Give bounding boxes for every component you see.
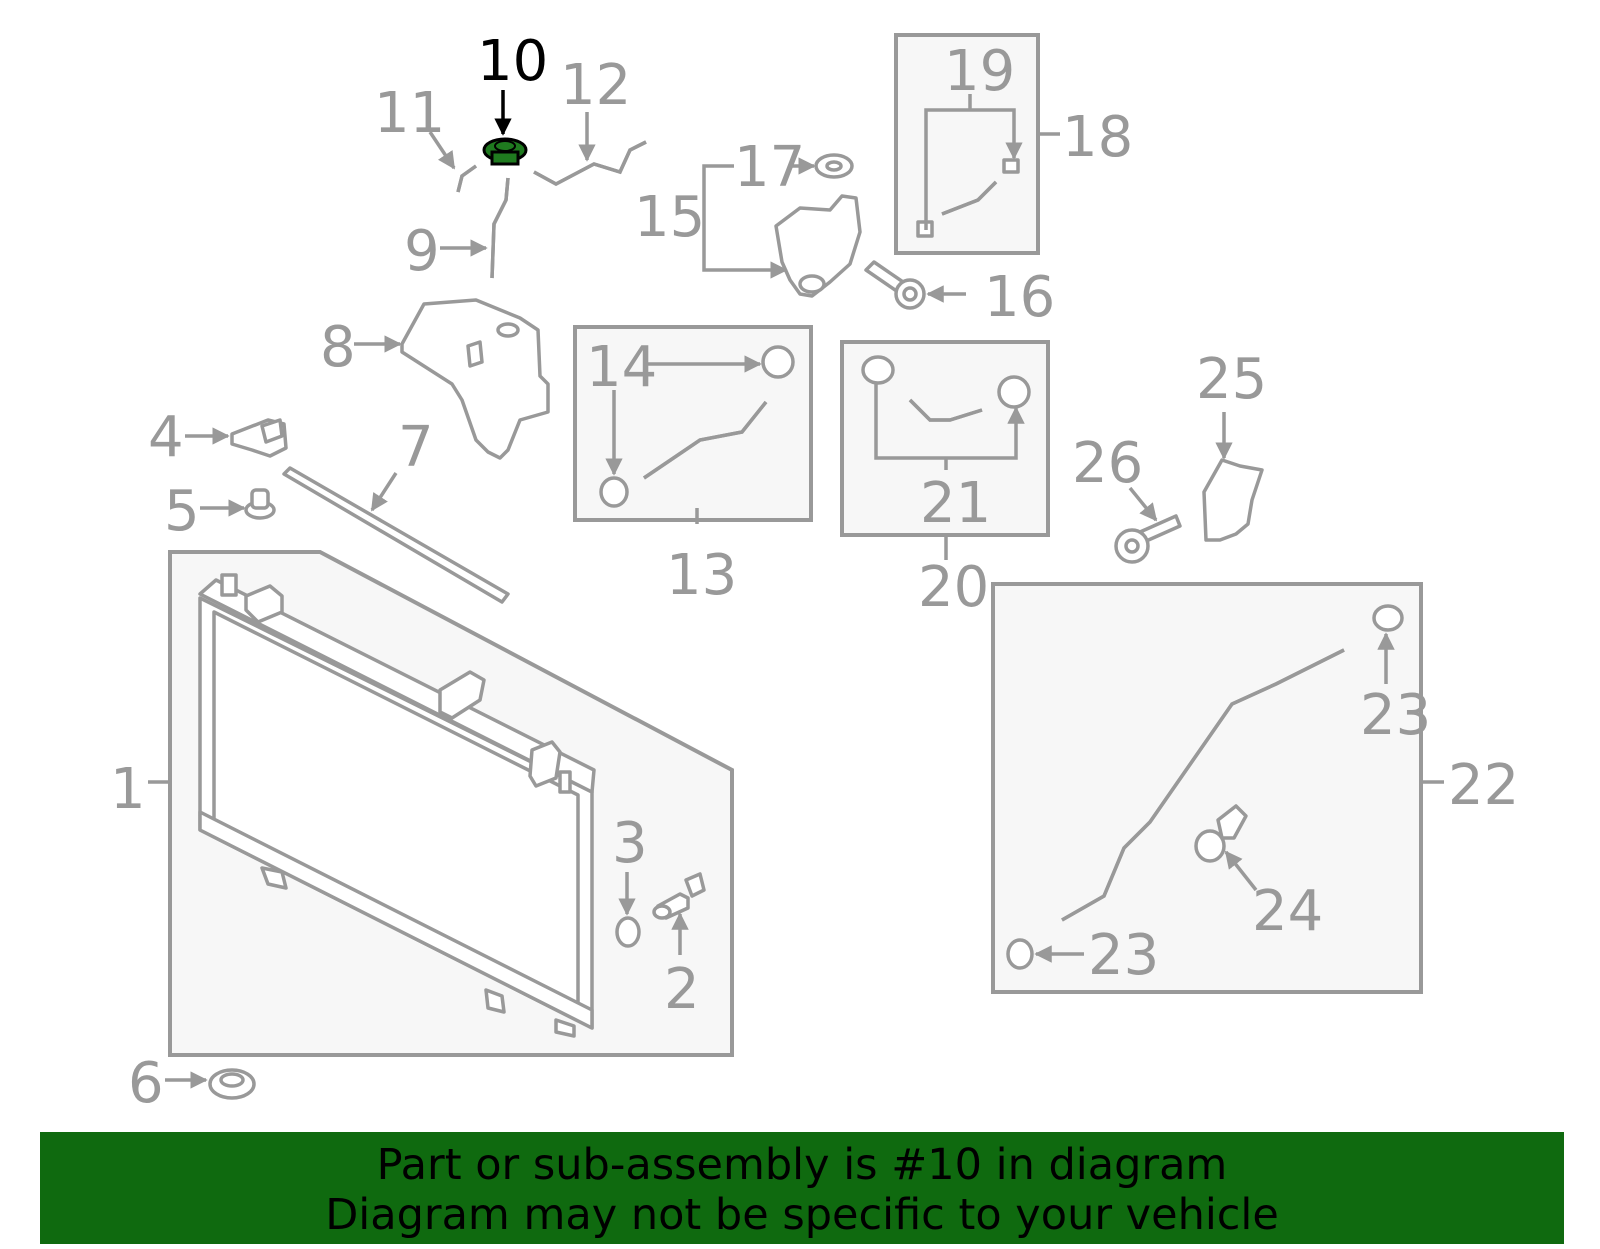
callout-12: 12	[560, 53, 631, 118]
callout-7: 7	[398, 415, 434, 480]
callout-17: 17	[734, 135, 805, 200]
info-banner: Part or sub-assembly is #10 in diagram D…	[40, 1132, 1564, 1244]
callout-4: 4	[148, 405, 184, 470]
hose-part-20	[908, 398, 983, 422]
callout-24: 24	[1252, 879, 1323, 944]
callout-1: 1	[110, 757, 146, 822]
hose-part-12	[533, 140, 647, 186]
seal-strip-part-7	[282, 466, 510, 604]
hose-part-18	[941, 180, 998, 216]
callout-10: 10	[477, 29, 548, 94]
gasket-part-17	[814, 153, 854, 179]
mount-part-6	[208, 1068, 256, 1100]
bracket-part-25	[1202, 458, 1264, 542]
callout-2: 2	[664, 957, 700, 1022]
leader-lines	[148, 90, 1444, 1089]
callout-15: 15	[634, 185, 705, 250]
bolt-part-16	[864, 260, 926, 310]
pipe-part-22	[1061, 648, 1345, 922]
overflow-tank-part-15	[774, 194, 862, 298]
callout-26: 26	[1072, 431, 1143, 496]
clamp-part-21-a	[861, 355, 895, 385]
callout-6: 6	[128, 1051, 164, 1116]
hose-part-13	[643, 400, 768, 480]
callout-3: 3	[612, 811, 648, 876]
bracket-part-4	[230, 418, 288, 458]
callout-19: 19	[944, 39, 1015, 104]
clip-part-5	[244, 488, 276, 520]
callout-18: 18	[1062, 105, 1133, 170]
callout-8: 8	[320, 315, 356, 380]
callout-14: 14	[586, 335, 657, 400]
drain-plug-part-2	[652, 872, 706, 920]
banner-line-1: Part or sub-assembly is #10 in diagram	[376, 1140, 1228, 1190]
clamp-part-14-lower	[599, 476, 629, 508]
radiator-cap-part-10	[482, 137, 528, 166]
callout-23-lower: 23	[1088, 923, 1159, 988]
reservoir-tank-part-8	[400, 298, 550, 460]
clamp-part-19-b	[1002, 158, 1020, 174]
callout-20: 20	[918, 555, 989, 620]
callout-13: 13	[666, 543, 737, 608]
callout-5: 5	[164, 479, 200, 544]
clamp-part-23-upper	[1372, 604, 1404, 632]
callout-labels: 1 2 3 4 5 6 7 8 9 10 11 12 13 14 15 16 1…	[110, 29, 1519, 1116]
clamp-part-21-b	[997, 375, 1031, 409]
o-ring-part-3	[615, 916, 641, 948]
callout-22: 22	[1448, 753, 1519, 818]
callout-23-upper: 23	[1360, 683, 1431, 748]
callout-9: 9	[404, 219, 440, 284]
clamp-part-14-upper	[761, 345, 795, 379]
callout-25: 25	[1196, 347, 1267, 412]
pipe-group-22-box	[991, 582, 1423, 994]
callout-11: 11	[374, 81, 445, 146]
callout-21: 21	[920, 471, 991, 536]
fitting-part-24	[1194, 804, 1248, 863]
callout-16: 16	[984, 265, 1055, 330]
bolt-part-26	[1114, 514, 1182, 564]
banner-line-2: Diagram may not be specific to your vehi…	[325, 1190, 1279, 1240]
radiator-part-1	[198, 573, 596, 1038]
clamp-part-23-lower	[1006, 938, 1034, 970]
